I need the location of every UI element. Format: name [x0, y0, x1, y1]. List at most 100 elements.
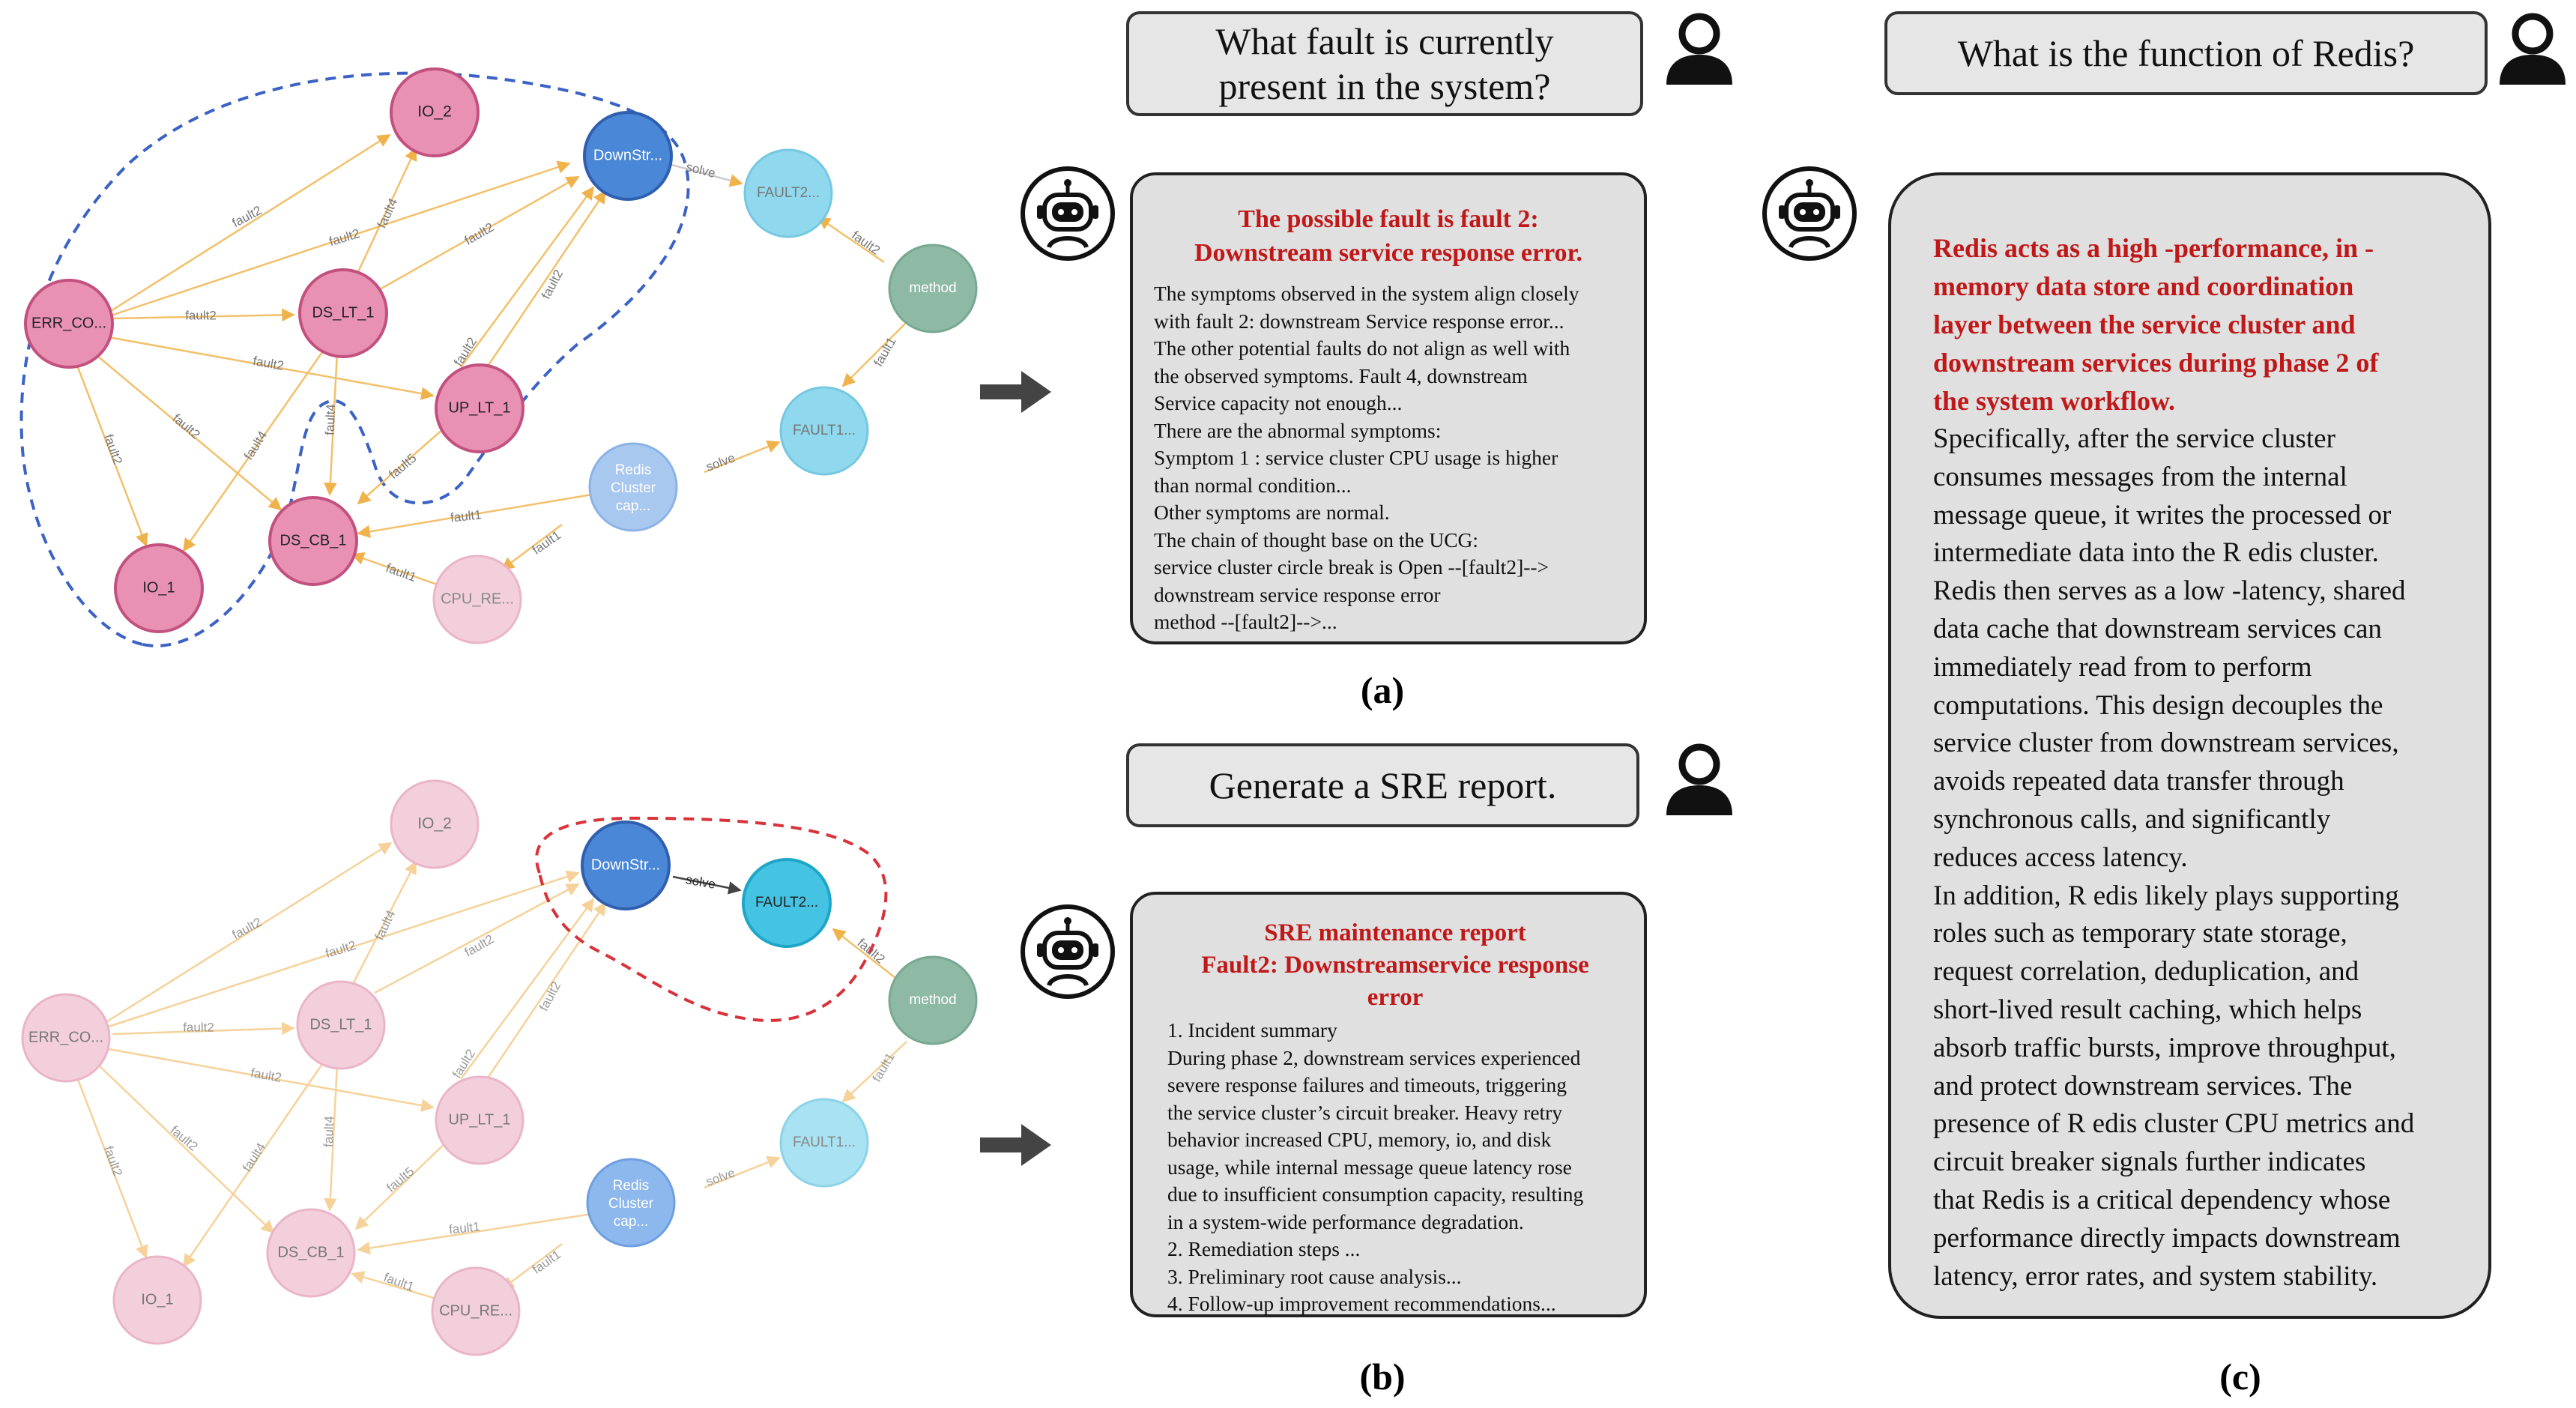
edge-label: fault2 [324, 938, 357, 961]
question-box-a: What fault is currently present in the s… [1126, 11, 1643, 116]
svg-text:FAULT1...: FAULT1... [793, 1134, 856, 1150]
question-box-c: What is the function of Redis? [1884, 11, 2488, 95]
graph-bottom: fault2 fault2 fault4 fault2 fault2 fault… [21, 779, 978, 1356]
fault-cluster-outline [535, 816, 888, 1022]
svg-text:IO_1: IO_1 [142, 579, 175, 596]
node-dscb1[interactable]: DS_CB_1 [268, 496, 358, 586]
edge-label: fault1 [871, 335, 898, 369]
answer-box-c: Redis acts as a high -performance, in - … [1888, 172, 2491, 1319]
edge-label: fault2 [230, 203, 264, 230]
node-redis[interactable]: Redis Cluster cap... [588, 442, 678, 532]
edge-label: fault2 [101, 1144, 125, 1179]
edge-label: fault1 [869, 1051, 897, 1085]
node-method[interactable]: method [888, 955, 978, 1045]
svg-text:IO_1: IO_1 [141, 1291, 173, 1308]
answer-box-a: The possible fault is fault 2: Downstrea… [1130, 172, 1647, 644]
edge-label: solve [685, 872, 716, 892]
answer-title: SRE maintenance report Fault2: Downstrea… [1201, 919, 1589, 1011]
svg-text:IO_2: IO_2 [417, 815, 452, 833]
robot-icon [1021, 166, 1115, 261]
node-downstr[interactable]: DownStr... [581, 821, 671, 910]
svg-text:FAULT2...: FAULT2... [757, 185, 820, 201]
node-downstr[interactable]: DownStr... [583, 111, 673, 201]
node-dscb1[interactable]: DS_CB_1 [266, 1208, 356, 1298]
robot-icon [1762, 166, 1857, 261]
edge-label: solve [704, 1165, 737, 1188]
question-text: What fault is currently [1215, 20, 1554, 62]
question-box-b: Generate a SRE report. [1126, 743, 1639, 827]
edge-label: fault1 [382, 1270, 417, 1294]
edge-label: fault4 [372, 908, 399, 943]
node-dslt1[interactable]: DS_LT_1 [296, 980, 386, 1070]
question-text: present in the system? [1218, 65, 1551, 107]
node-errco[interactable]: ERR_CO... [21, 993, 111, 1083]
svg-text:UP_LT_1: UP_LT_1 [448, 1111, 510, 1128]
svg-text:IO_2: IO_2 [417, 103, 452, 121]
edge-label: fault4 [321, 1116, 336, 1147]
answer-title: Redis acts as a high -performance, in - … [1933, 233, 2379, 416]
answer-body: The symptoms observed in the system alig… [1154, 282, 1579, 633]
edge-label: fault2 [327, 226, 361, 249]
edge-label: fault1 [530, 528, 563, 557]
user-icon [1666, 743, 1732, 815]
edge-label: fault2 [462, 931, 497, 959]
edge-label: fault4 [323, 404, 338, 435]
node-errco[interactable]: ERR_CO... [24, 279, 114, 369]
edge-label: fault2 [168, 1123, 201, 1154]
svg-text:cap...: cap... [614, 1214, 648, 1230]
edge-label: solve [704, 450, 737, 474]
svg-text:CPU_RE...: CPU_RE... [441, 590, 514, 607]
caption-a: (a) [1360, 669, 1405, 711]
node-io1[interactable]: IO_1 [112, 1255, 202, 1345]
edge-label: fault4 [241, 429, 270, 462]
node-fault1[interactable]: FAULT1... [779, 386, 869, 476]
svg-text:DS_LT_1: DS_LT_1 [312, 304, 374, 321]
svg-text:DS_LT_1: DS_LT_1 [309, 1016, 372, 1033]
right-arrow-icon [980, 1124, 1051, 1166]
svg-text:Redis: Redis [613, 1178, 650, 1194]
node-fault1[interactable]: FAULT1... [779, 1098, 869, 1188]
svg-text:ERR_CO...: ERR_CO... [28, 1029, 103, 1045]
edge-label: fault1 [384, 561, 419, 584]
node-io2[interactable]: IO_2 [390, 779, 480, 869]
svg-text:method: method [909, 280, 956, 296]
edge-label: fault2 [252, 354, 285, 373]
right-arrow-icon [980, 371, 1051, 413]
node-cpure[interactable]: CPU_RE... [431, 1266, 521, 1356]
node-uplt1[interactable]: UP_LT_1 [435, 1075, 524, 1165]
edge-label: fault1 [448, 1219, 480, 1236]
graph-top: fault2 fault2 fault4 fault2 fault2 fault… [19, 67, 978, 647]
edge-label: fault2 [849, 228, 883, 257]
user-icon [2500, 13, 2566, 85]
svg-text:UP_LT_1: UP_LT_1 [448, 399, 510, 416]
svg-text:DS_CB_1: DS_CB_1 [280, 532, 347, 549]
svg-text:Cluster: Cluster [608, 1196, 654, 1212]
svg-text:DownStr...: DownStr... [591, 856, 660, 873]
caption-c: (c) [2219, 1356, 2261, 1398]
svg-text:method: method [909, 992, 956, 1008]
node-uplt1[interactable]: UP_LT_1 [435, 363, 524, 453]
node-fault2[interactable]: FAULT2... [743, 148, 833, 238]
edge-label: fault2 [185, 308, 217, 322]
edge-label: solve [685, 160, 717, 181]
node-dslt1[interactable]: DS_LT_1 [298, 268, 388, 358]
answer-title: The possible fault is fault 2: Downstrea… [1194, 205, 1583, 267]
svg-text:Redis: Redis [615, 462, 652, 478]
answer-body: 1. Incident summary During phase 2, down… [1167, 1018, 1584, 1315]
node-redis[interactable]: Redis Cluster cap... [586, 1158, 676, 1248]
node-fault2[interactable]: FAULT2... [742, 858, 832, 948]
edge-label: fault5 [384, 1164, 417, 1195]
svg-text:ERR_CO...: ERR_CO... [31, 315, 106, 331]
node-io2[interactable]: IO_2 [390, 67, 480, 157]
svg-text:FAULT2...: FAULT2... [755, 895, 818, 910]
fault-cluster-outline [19, 71, 690, 647]
node-io1[interactable]: IO_1 [114, 543, 204, 633]
user-icon [1666, 13, 1732, 85]
knowledge-graphs: fault2 fault2 fault4 fault2 fault2 fault… [19, 67, 978, 1356]
node-method[interactable]: method [888, 244, 978, 333]
svg-text:CPU_RE...: CPU_RE... [439, 1302, 513, 1319]
svg-text:cap...: cap... [616, 498, 650, 514]
edge-label: fault2 [855, 936, 888, 967]
edge-label: fault1 [450, 507, 482, 525]
node-cpure[interactable]: CPU_RE... [432, 555, 522, 644]
